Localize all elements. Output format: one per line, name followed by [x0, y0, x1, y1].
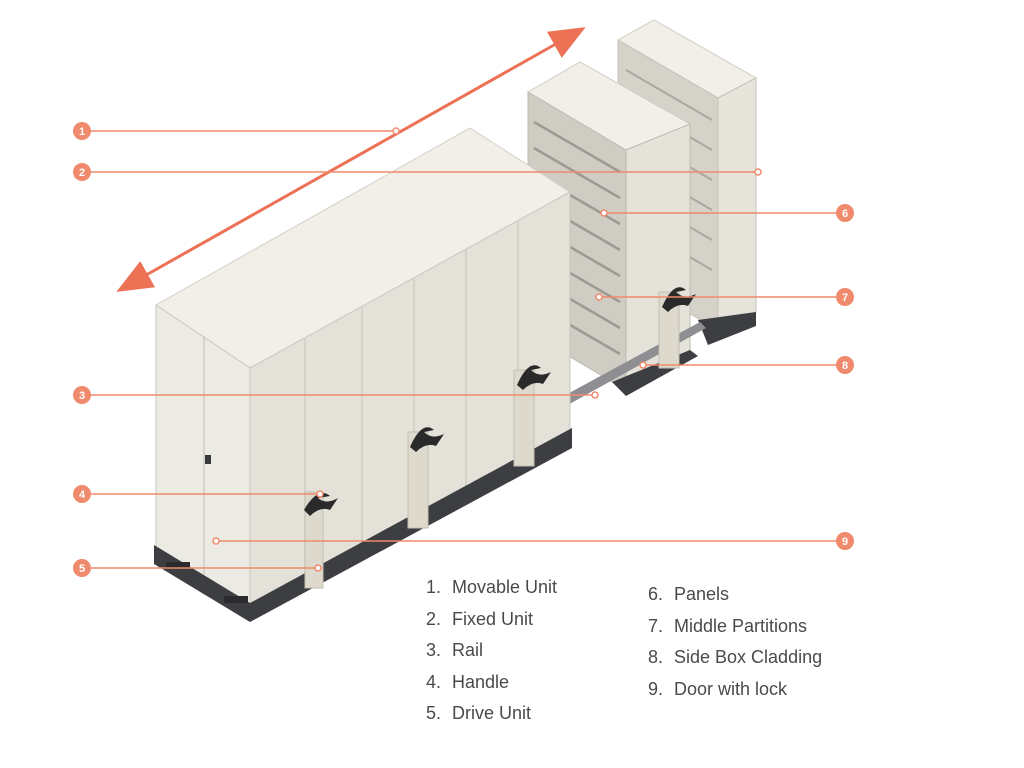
callout-label: 5 — [79, 563, 85, 575]
legend-item: 5. Drive Unit — [426, 698, 557, 730]
legend-number: 9. — [648, 678, 664, 699]
legend-text: Handle — [452, 671, 510, 692]
callout-label: 6 — [842, 208, 848, 220]
legend-item: 6. Panels — [648, 579, 822, 611]
legend-text: Middle Partitions — [674, 615, 808, 636]
callout-6: 6 — [836, 204, 854, 222]
callout-2: 2 — [73, 163, 91, 181]
callout-1: 1 — [73, 122, 91, 140]
legend-item: 9. Door with lock — [648, 674, 822, 706]
legend-right: 6. Panels 7. Middle Partitions 8. Side Box … — [648, 579, 822, 705]
legend-item: 3. Rail — [426, 635, 557, 667]
legend-text: Movable Unit — [452, 577, 558, 597]
legend-number: 6. — [648, 584, 664, 604]
door-lock — [205, 455, 211, 464]
legend-number: 4. — [426, 671, 442, 692]
callout-label: 2 — [79, 167, 85, 179]
legend-number: 2. — [426, 608, 442, 629]
legend-number: 8. — [648, 647, 664, 667]
callout-5: 5 — [73, 559, 91, 577]
movable-unit — [154, 127, 572, 622]
legend-number: 3. — [426, 640, 442, 660]
callout-4: 4 — [73, 485, 91, 503]
legend-text: Door with lock — [674, 678, 788, 699]
legend-number: 7. — [648, 615, 664, 636]
legend-text: Panels — [674, 584, 730, 604]
callout-9: 9 — [836, 532, 854, 550]
callout-label: 3 — [79, 390, 85, 402]
legend-text: Drive Unit — [452, 703, 532, 723]
drive-posts — [304, 291, 680, 589]
legend-item: 7. Middle Partitions — [648, 611, 822, 643]
callout-label: 8 — [842, 360, 848, 372]
legend-item: 4. Handle — [426, 667, 557, 699]
legend-text: Fixed Unit — [452, 608, 534, 629]
legend-text: Side Box Cladding — [674, 647, 823, 667]
travel-direction-arrow — [116, 27, 586, 292]
callout-lines — [82, 127, 845, 572]
callout-3: 3 — [73, 386, 91, 404]
legend-left: 1. Movable Unit 2. Fixed Unit 3. Rail 4. Han… — [426, 572, 557, 730]
legend-item: 8. Side Box Cladding — [648, 642, 822, 674]
callout-8: 8 — [836, 356, 854, 374]
legend-item: 2. Fixed Unit — [426, 604, 557, 636]
callout-label: 4 — [79, 489, 86, 501]
legend-number: 5. — [426, 703, 442, 723]
callout-label: 9 — [842, 536, 848, 548]
callout-label: 7 — [842, 292, 848, 304]
handles — [304, 287, 696, 516]
callout-7: 7 — [836, 288, 854, 306]
legend-number: 1. — [426, 577, 442, 597]
callout-label: 1 — [79, 126, 85, 138]
legend-item: 1. Movable Unit — [426, 572, 557, 604]
legend-text: Rail — [452, 640, 484, 660]
